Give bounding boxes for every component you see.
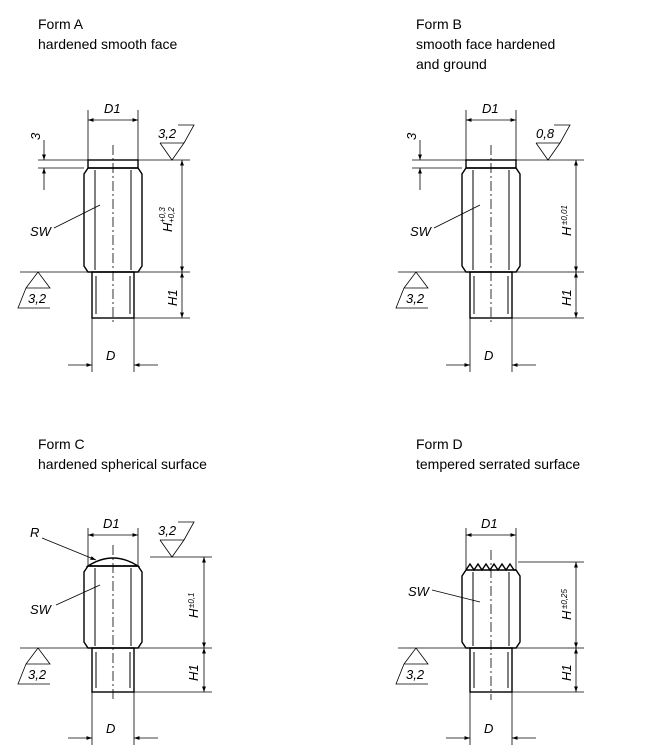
form-a-title: Form A [38,16,84,32]
form-b-roughness-bottom-label: 3,2 [406,291,425,306]
form-d-h-label: H [559,610,574,620]
form-b-drawing: D1 D 3 H ±0,01 H1 SW 0,8 3,2 [395,101,584,372]
form-c-roughness-top-label: 3,2 [158,523,177,538]
form-a-roughness-bottom-label: 3,2 [28,291,47,306]
form-c-d-label: D [106,721,115,736]
form-a-h-tolerance-lower: +0,2 [167,207,176,223]
form-b-description-line-1: smooth face hardened [416,36,556,52]
form-c-h1-label: H1 [186,664,201,681]
form-a-sw-label: SW [30,224,53,239]
form-b-h-tolerance: ±0,01 [560,205,569,225]
form-d-caption: Form D tempered serrated surface [416,434,580,474]
form-b-roughness-top-symbol [535,124,571,161]
form-d-h1-label: H1 [559,664,574,681]
form-a-roughness-bottom-symbol [17,271,51,309]
form-c-h-tolerance: ±0,1 [187,592,196,608]
form-a-roughness-top-symbol [159,124,195,161]
form-a-part [83,145,143,325]
form-a-description: hardened smooth face [38,36,178,52]
form-a-h1-label: H1 [165,289,180,306]
form-b-d1-label: D1 [482,101,499,116]
form-a-d1-label: D1 [104,101,121,116]
form-c-description: hardened spherical surface [38,456,207,472]
form-a-h-label: H [160,222,175,232]
form-c-radius-label: R [30,525,39,540]
form-b-caption: Form B smooth face hardened and ground [416,14,555,74]
form-c-sw-label: SW [30,602,53,617]
form-d-roughness-bottom-label: 3,2 [406,667,425,682]
form-b-h-label: H [559,226,574,236]
form-c-caption: Form C hardened spherical surface [38,434,207,474]
form-c-title: Form C [38,436,85,452]
form-d-sw-label: SW [408,584,431,599]
form-c-roughness-bottom-label: 3,2 [28,667,47,682]
form-b-offset-label: 3 [404,132,419,140]
form-b-description-line-2: and ground [416,56,487,72]
form-a-d-label: D [106,348,115,363]
form-d-d-label: D [484,721,493,736]
form-c-drawing: D1 D H ±0,1 H1 R SW 3,2 3,2 [17,516,212,745]
form-b-d-label: D [484,348,493,363]
form-a-roughness-top-label: 3,2 [158,126,177,141]
form-d-roughness-bottom-symbol [395,647,429,685]
form-b-h1-label: H1 [559,289,574,306]
form-d-part [461,550,521,700]
form-c-roughness-top-symbol [159,521,195,558]
form-b-roughness-bottom-symbol [395,271,429,309]
form-a-h-tolerance-upper: +0,3 [158,207,167,223]
form-b-title: Form B [416,16,462,32]
form-a-offset-label: 3 [28,132,43,140]
form-b-sw-label: SW [410,224,433,239]
form-d-drawing: D1 D H ±0,25 H1 SW 3,2 [395,516,584,745]
form-b-roughness-top-label: 0,8 [536,126,555,141]
form-b-part [461,145,521,325]
form-c-d1-label: D1 [103,516,120,531]
form-c-h-label: H [186,608,201,618]
form-d-d1-label: D1 [481,516,498,531]
form-d-title: Form D [416,436,463,452]
form-c-roughness-bottom-symbol [17,647,51,685]
form-c-part [83,545,143,700]
form-d-description: tempered serrated surface [416,456,581,472]
form-a-caption: Form A hardened smooth face [38,14,177,54]
form-a-drawing: D1 D 3 H +0,3 +0,2 H1 SW 3,2 3,2 [17,101,195,372]
form-d-h-tolerance: ±0,25 [560,588,569,609]
